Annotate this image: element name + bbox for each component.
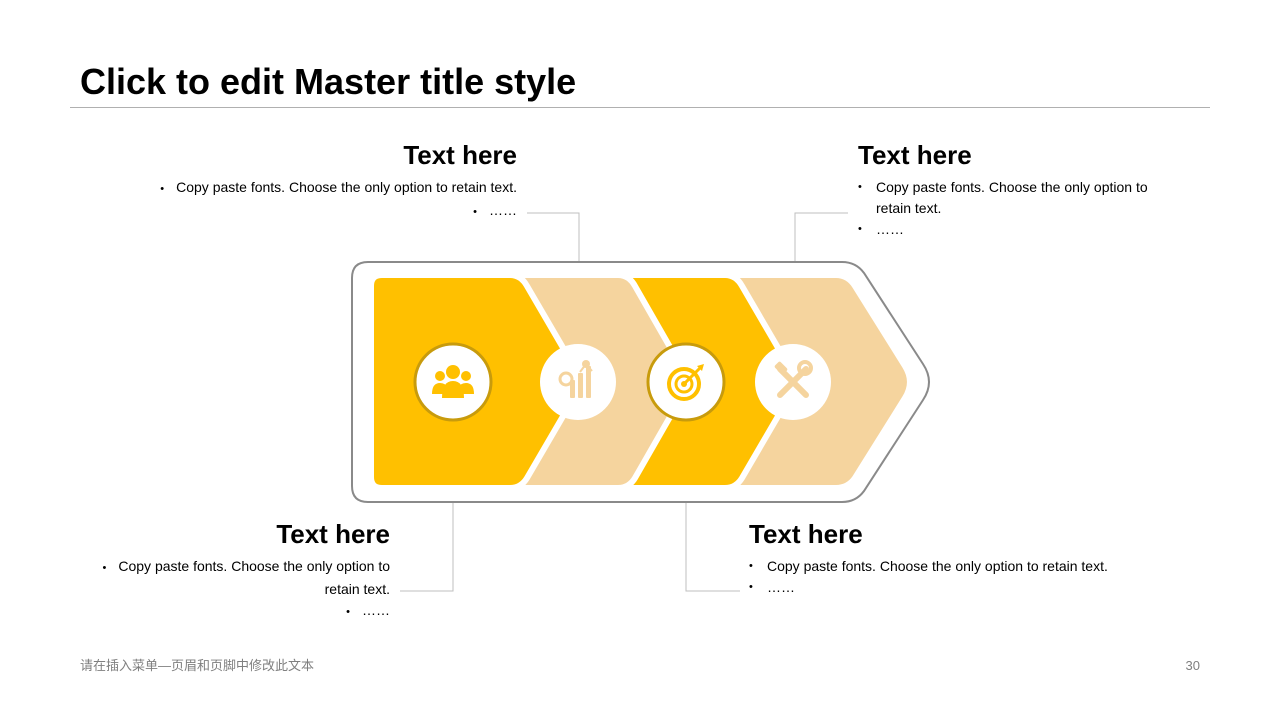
leader-line-top-right (794, 212, 848, 276)
step-4-icon-badge (755, 344, 831, 420)
bullet-item[interactable]: Copy paste fonts. Choose the only option… (858, 177, 1168, 219)
step-2-icon-badge (540, 344, 616, 420)
bullet-list: Copy paste fonts. Choose the only option… (749, 556, 1139, 598)
bullet-item[interactable]: Copy paste fonts. Choose the only option… (80, 556, 390, 600)
leader-line-top-left (527, 212, 580, 276)
target-icon (667, 364, 704, 401)
page-title[interactable]: Click to edit Master title style (80, 61, 577, 102)
text-block-bottom-right: Text here Copy paste fonts. Choose the o… (749, 519, 1139, 598)
team-icon (432, 365, 474, 398)
title-divider (70, 107, 1210, 108)
tools-icon (774, 360, 813, 398)
leader-line-bottom-left (400, 488, 454, 592)
block-heading[interactable]: Text here (858, 140, 972, 170)
bullet-item[interactable]: Copy paste fonts. Choose the only option… (749, 556, 1139, 577)
block-heading[interactable]: Text here (749, 519, 863, 549)
block-heading[interactable]: Text here (276, 519, 390, 549)
block-heading[interactable]: Text here (403, 140, 517, 170)
step-3-icon-badge (646, 342, 726, 422)
step-1-icon-badge (413, 342, 493, 422)
footer-text[interactable]: 请在插入菜单—页眉和页脚中修改此文本 (80, 658, 315, 673)
leader-lines (400, 212, 848, 592)
bullet-item[interactable]: …… (858, 219, 1168, 240)
bullet-item[interactable]: …… (135, 200, 517, 223)
text-block-top-right: Text here Copy paste fonts. Choose the o… (858, 140, 1168, 240)
page-number: 30 (1185, 658, 1200, 673)
bullet-item[interactable]: …… (749, 577, 1139, 598)
leader-line-bottom-right (685, 488, 740, 592)
bullet-list: Copy paste fonts. Choose the only option… (80, 556, 390, 623)
bullet-item[interactable]: Copy paste fonts. Choose the only option… (135, 177, 517, 200)
bullet-list: Copy paste fonts. Choose the only option… (858, 177, 1168, 240)
text-block-top-left: Text here Copy paste fonts. Choose the o… (135, 140, 517, 223)
bullet-item[interactable]: …… (80, 600, 390, 623)
chart-icon (558, 360, 593, 398)
bullet-list: Copy paste fonts. Choose the only option… (135, 177, 517, 223)
text-block-bottom-left: Text here Copy paste fonts. Choose the o… (80, 519, 390, 623)
